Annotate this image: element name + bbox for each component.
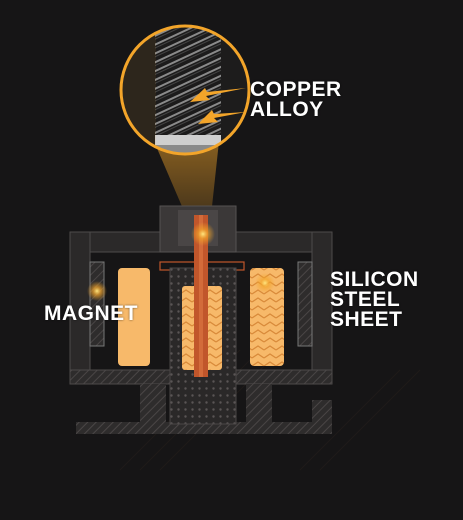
copper-alloy-line-2: ALLOY — [250, 98, 324, 121]
copper-alloy-label: COPPER ALLOY — [250, 78, 342, 121]
silicon-steel-line-1: SILICON — [330, 268, 419, 291]
arrow-icon — [190, 88, 246, 124]
magnet-label: MAGNET — [44, 302, 138, 325]
copper-alloy-line-1: COPPER — [250, 78, 342, 101]
silicon-steel-line-3: SHEET — [330, 308, 403, 331]
magnet-left — [118, 268, 150, 366]
glow-coil — [255, 273, 275, 293]
coil-right — [250, 268, 284, 366]
glow-rod-top — [191, 222, 215, 246]
silicon-steel-line-2: STEEL — [330, 288, 401, 311]
glow-magnet — [87, 281, 107, 301]
silicon-steel-right — [297, 261, 313, 347]
silicon-steel-sheet-label: SILICON STEEL SHEET — [330, 268, 419, 331]
magnet-label-text: MAGNET — [44, 302, 138, 325]
